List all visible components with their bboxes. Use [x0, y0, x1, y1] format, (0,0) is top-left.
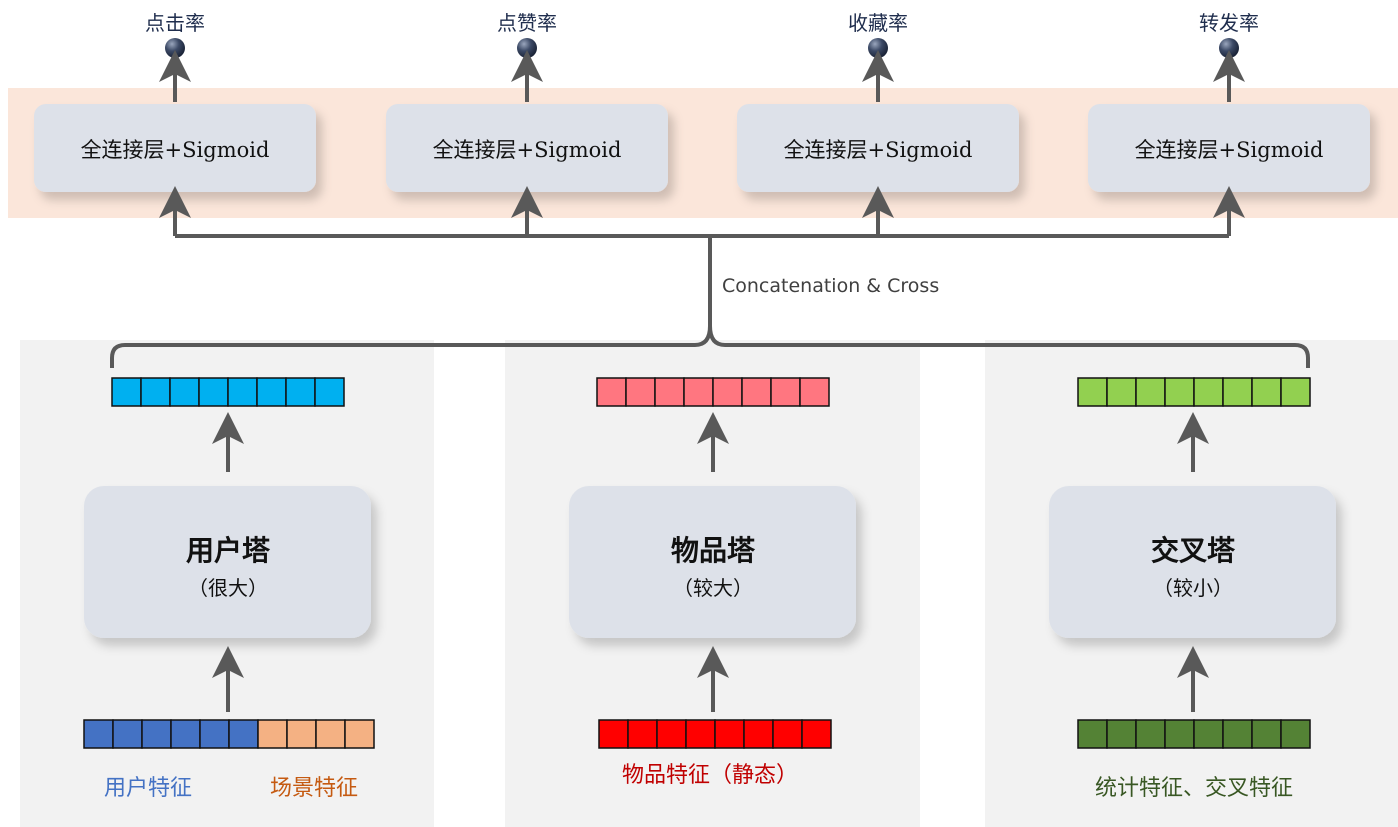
user-feature-cell [315, 719, 346, 749]
user-embedding-cell [169, 377, 200, 407]
item-feature-cell [743, 719, 774, 749]
distribution-bus [159, 186, 1245, 326]
scene-feature-label: 场景特征 [270, 776, 358, 801]
user-embedding-cell [314, 377, 345, 407]
head-box-3: 全连接层+Sigmoid [737, 104, 1019, 192]
item-tower-size: （较大） [673, 576, 753, 600]
item-feature-cell [656, 719, 687, 749]
output-label-4: 转发率 [1199, 11, 1259, 35]
user-feature-cell [228, 719, 259, 749]
output-node-1 [165, 38, 185, 58]
cross-tower-size: （较小） [1153, 576, 1233, 600]
item-embedding-cell [770, 377, 801, 407]
user-embedding-cell [198, 377, 229, 407]
cross-feature-cell [1106, 719, 1137, 749]
user-feature-cell [170, 719, 201, 749]
user-embedding-vector [111, 377, 345, 407]
item-tower-name: 物品塔 [671, 534, 756, 567]
concat-brace [110, 325, 1310, 368]
cross-embedding-vector [1077, 377, 1311, 407]
cross-feature-cell [1251, 719, 1282, 749]
output-1: 点击率 [145, 11, 205, 102]
cross-embedding-cell [1280, 377, 1311, 407]
item-embedding-cell [596, 377, 627, 407]
output-2: 点赞率 [497, 11, 557, 102]
head-box-1: 全连接层+Sigmoid [34, 104, 316, 192]
user-embedding-cell [256, 377, 287, 407]
user-feature-label: 用户特征 [104, 776, 192, 801]
cross-embedding-cell [1251, 377, 1282, 407]
user-embedding-cell [227, 377, 258, 407]
item-embedding-vector [596, 377, 830, 407]
item-embedding-cell [799, 377, 830, 407]
item-feature-label: 物品特征（静态） [622, 763, 798, 788]
cross-embedding-cell [1193, 377, 1224, 407]
user-tower-size: （很大） [188, 576, 268, 600]
head-label-2: 全连接层+Sigmoid [433, 138, 622, 162]
item-embedding-cell [683, 377, 714, 407]
item-embedding-cell [712, 377, 743, 407]
head-label-1: 全连接层+Sigmoid [81, 138, 270, 162]
head-label-4: 全连接层+Sigmoid [1135, 138, 1324, 162]
cross-feature-cell [1077, 719, 1108, 749]
item-feature-vector [598, 719, 832, 749]
cross-feature-cell [1164, 719, 1195, 749]
user-tower: 用户塔 （很大） [84, 486, 371, 638]
item-tower: 物品塔 （较大） [569, 486, 856, 638]
user-feature-vector [83, 719, 375, 749]
output-node-4 [1219, 38, 1239, 58]
cross-embedding-cell [1164, 377, 1195, 407]
user-feature-cell [112, 719, 143, 749]
user-feature-cell [83, 719, 114, 749]
user-feature-cell [141, 719, 172, 749]
item-feature-cell [627, 719, 658, 749]
cross-tower-name: 交叉塔 [1151, 534, 1236, 567]
user-feature-cell [199, 719, 230, 749]
user-feature-cell [344, 719, 375, 749]
cross-feature-cell [1280, 719, 1311, 749]
output-4: 转发率 [1199, 11, 1259, 102]
cross-embedding-cell [1222, 377, 1253, 407]
item-embedding-cell [654, 377, 685, 407]
cross-feature-label: 统计特征、交叉特征 [1095, 776, 1293, 801]
cross-feature-vector [1077, 719, 1311, 749]
user-feature-cell [257, 719, 288, 749]
item-embedding-cell [741, 377, 772, 407]
cross-embedding-cell [1106, 377, 1137, 407]
item-feature-cell [772, 719, 803, 749]
item-feature-cell [685, 719, 716, 749]
output-label-1: 点击率 [145, 11, 205, 35]
cross-feature-cell [1193, 719, 1224, 749]
item-feature-cell [801, 719, 832, 749]
output-label-3: 收藏率 [848, 11, 908, 35]
head-box-2: 全连接层+Sigmoid [386, 104, 668, 192]
merge-label: Concatenation & Cross [722, 275, 939, 297]
output-node-2 [517, 38, 537, 58]
user-embedding-cell [285, 377, 316, 407]
user-tower-name: 用户塔 [186, 534, 271, 567]
cross-feature-cell [1222, 719, 1253, 749]
user-embedding-cell [140, 377, 171, 407]
cross-feature-cell [1135, 719, 1166, 749]
cross-embedding-cell [1135, 377, 1166, 407]
cross-embedding-cell [1077, 377, 1108, 407]
user-embedding-cell [111, 377, 142, 407]
user-feature-cell [286, 719, 317, 749]
output-3: 收藏率 [848, 11, 908, 102]
output-node-3 [868, 38, 888, 58]
item-feature-cell [598, 719, 629, 749]
cross-tower: 交叉塔 （较小） [1049, 486, 1336, 638]
item-embedding-cell [625, 377, 656, 407]
head-label-3: 全连接层+Sigmoid [784, 138, 973, 162]
item-feature-cell [714, 719, 745, 749]
head-box-4: 全连接层+Sigmoid [1088, 104, 1370, 192]
output-label-2: 点赞率 [497, 11, 557, 35]
